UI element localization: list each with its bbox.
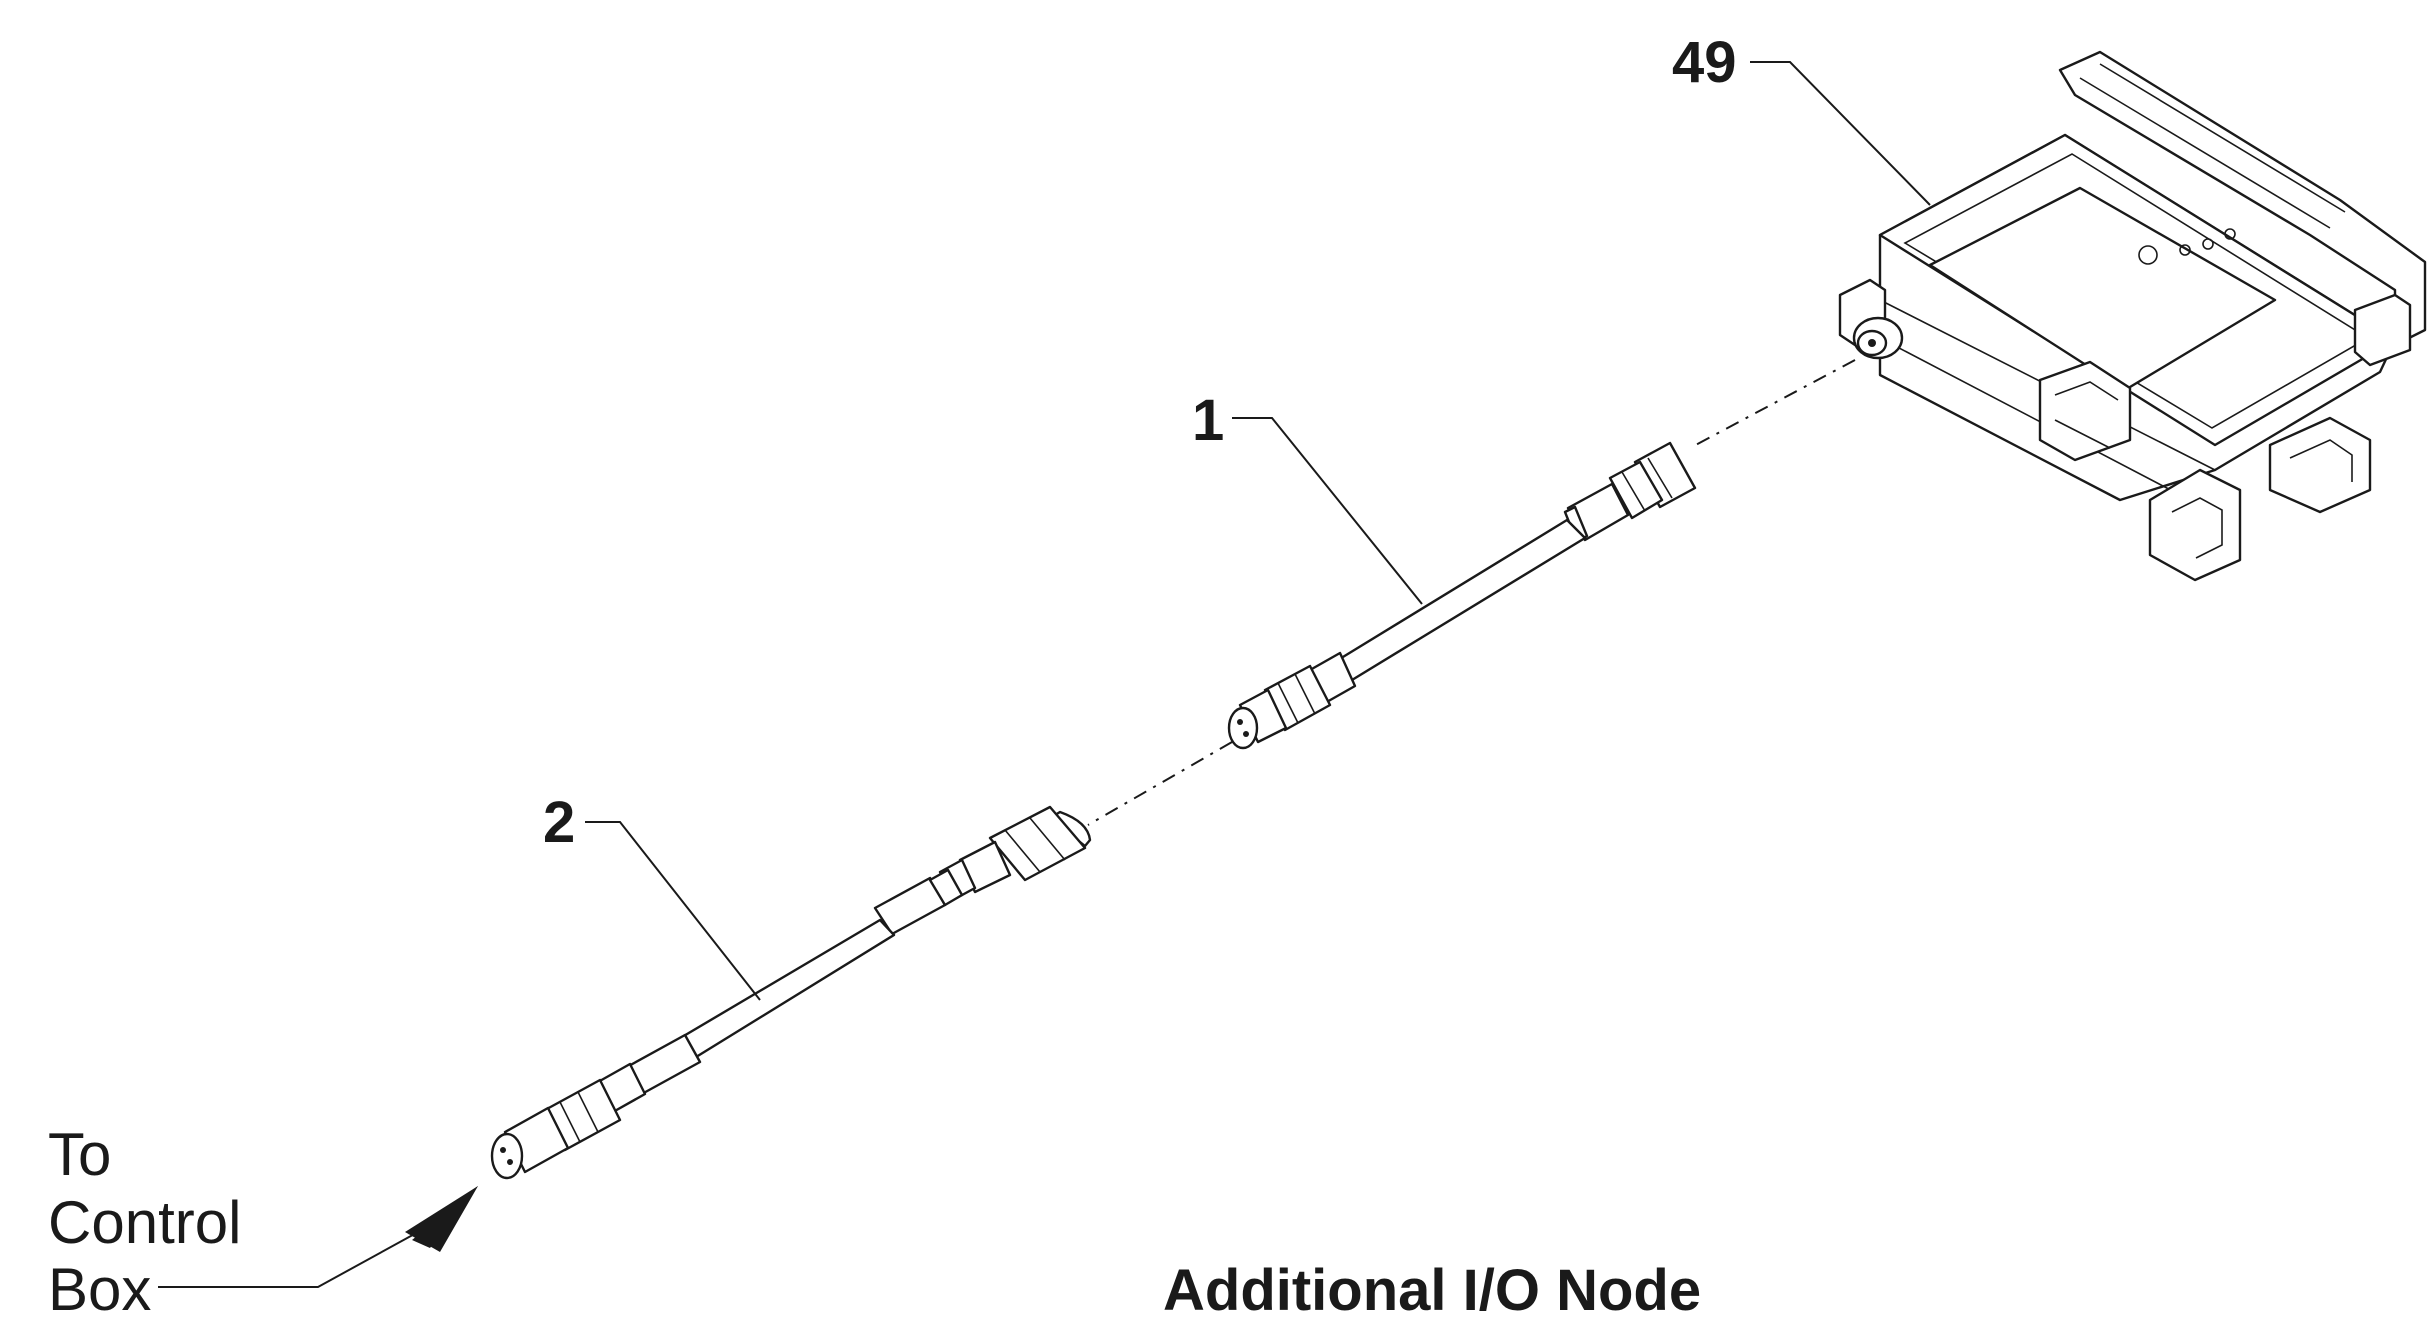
assembly-centerline-upper xyxy=(1689,359,1856,449)
assembly-centerline-lower xyxy=(1087,741,1233,826)
callout-2: 2 xyxy=(543,790,575,855)
callout-49: 49 xyxy=(1672,30,1737,95)
leader-line-2 xyxy=(585,821,761,1001)
io-node-module xyxy=(1838,50,2427,582)
cable-1 xyxy=(1227,441,1697,750)
diagram-title: Additional I/O Node xyxy=(1163,1258,1701,1323)
leader-line-1 xyxy=(1232,417,1423,605)
callout-1: 1 xyxy=(1192,388,1224,453)
leader-line-49 xyxy=(1750,61,1931,206)
cable-2 xyxy=(490,805,1092,1180)
note-line-to: To xyxy=(48,1121,111,1188)
control-box-arrow xyxy=(158,1186,478,1288)
note-line-box: Box xyxy=(48,1256,151,1323)
note-line-control: Control xyxy=(48,1189,241,1256)
